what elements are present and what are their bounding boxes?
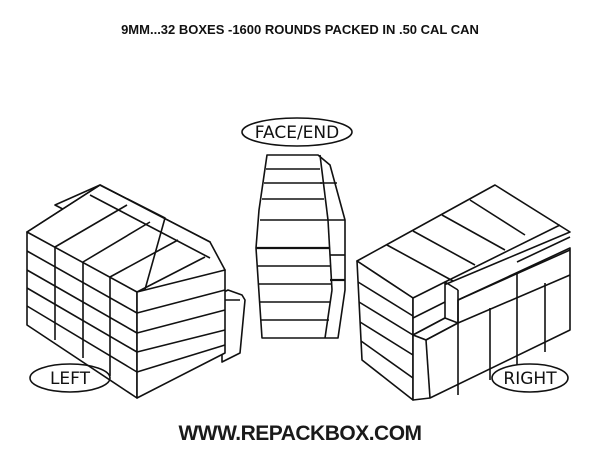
diagram-title: 9MM...32 BOXES -1600 ROUNDS PACKED IN .5… (121, 22, 479, 37)
left-label-ellipse (29, 363, 111, 393)
website-url: WWW.REPACKBOX.COM (178, 422, 422, 445)
left-view-drawing (26, 184, 246, 399)
right-view-label: RIGHT (503, 369, 557, 389)
face-view-drawing (255, 154, 346, 339)
face-view-label: FACE/END (255, 123, 339, 143)
face-label-ellipse (241, 117, 353, 147)
right-view-drawing (356, 184, 571, 401)
left-view-label: LEFT (50, 369, 91, 389)
right-label-ellipse (491, 363, 569, 393)
